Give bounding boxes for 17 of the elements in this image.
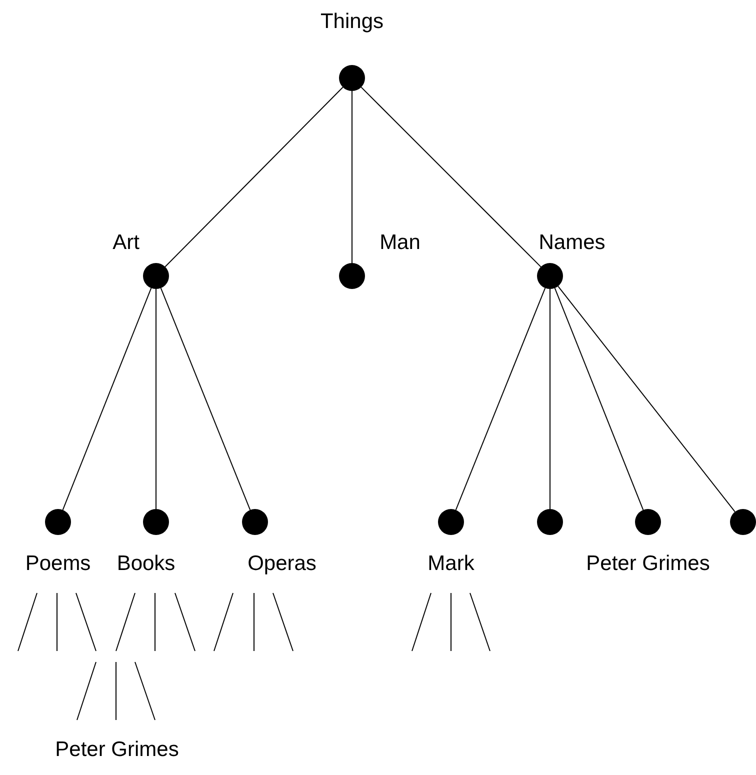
node-label: Art	[112, 231, 140, 255]
tree-edge	[554, 288, 644, 510]
node-label: Man	[380, 231, 420, 255]
tree-edge	[558, 286, 736, 512]
tree-edge	[62, 288, 152, 510]
node-label: Books	[116, 552, 176, 576]
node-label: Peter Grimes	[586, 552, 710, 576]
node-label: Mark	[428, 552, 474, 576]
node-label: Peter Grimes	[55, 738, 179, 762]
node-label: Things	[320, 10, 384, 34]
node-label: Poems	[25, 552, 91, 576]
tree-edge	[164, 86, 344, 268]
tree-edge	[360, 86, 542, 268]
tree-edge	[160, 288, 251, 510]
tree-edge	[455, 288, 546, 510]
node-label: Operas	[248, 552, 316, 576]
node-label: Names	[538, 231, 606, 255]
